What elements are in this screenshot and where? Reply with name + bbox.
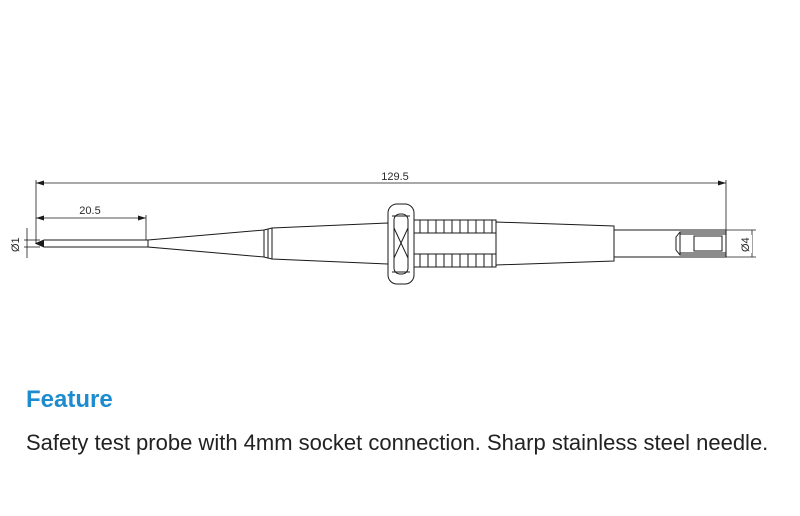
finger-guard [387,203,415,285]
rear-handle [495,221,615,266]
ribbed-grip [413,219,497,268]
probe-technical-drawing: 129.5 20.5 Ø1 [10,171,756,285]
feature-description: Safety test probe with 4mm socket connec… [26,430,769,455]
socket-diameter-dimension: Ø4 [726,229,756,258]
front-handle [271,222,389,265]
needle-length-dimension: 20.5 [36,205,147,240]
feature-heading: Feature [26,386,113,413]
overall-length-label: 129.5 [381,171,409,183]
needle-diameter-label: Ø1 [10,237,22,252]
probe-tip-taper [147,227,273,260]
socket-diameter-label: Ø4 [740,237,752,252]
needle-diameter-dimension: Ø1 [10,228,40,258]
socket-connector [613,229,727,258]
overall-length-dimension: 129.5 [35,171,727,243]
needle [34,239,149,248]
needle-length-label: 20.5 [79,205,100,217]
